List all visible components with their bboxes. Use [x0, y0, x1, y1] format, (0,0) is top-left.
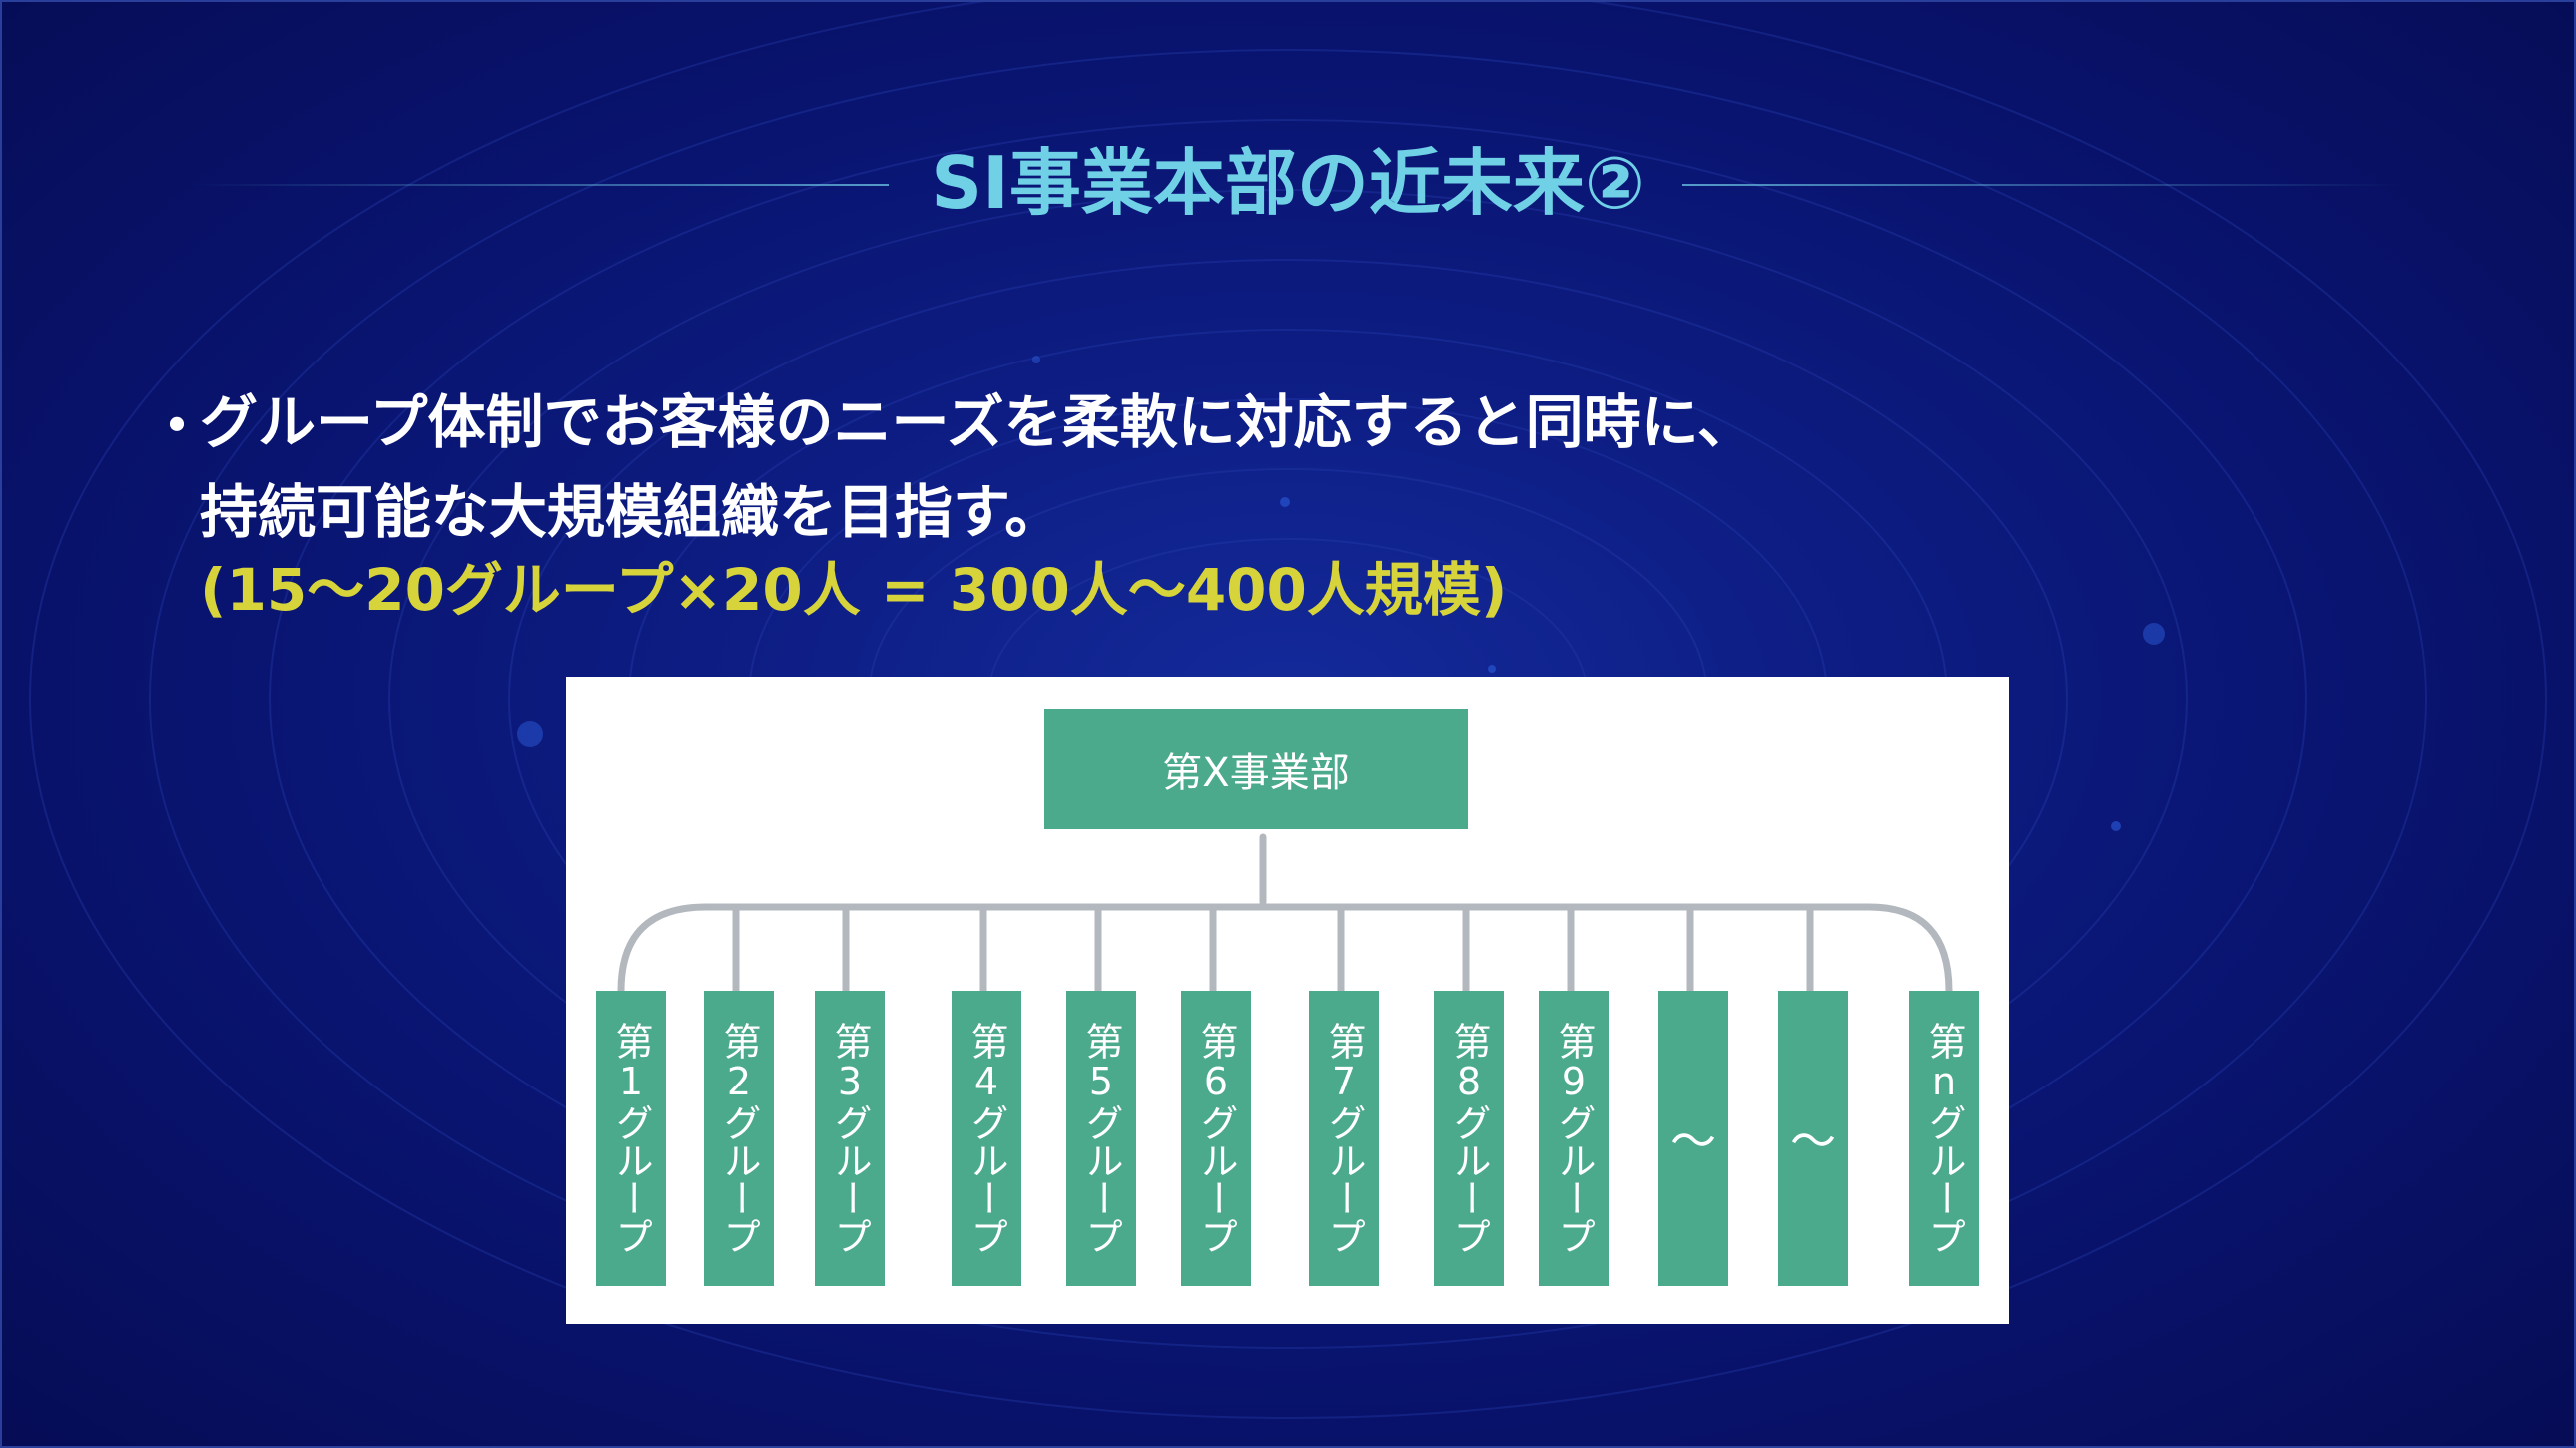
group-box-ellipsis-1: 〜: [1658, 991, 1728, 1286]
group-label: 第6グループ: [1194, 1022, 1238, 1255]
group-box-ellipsis-2: 〜: [1778, 991, 1848, 1286]
group-box-3: 第3グループ: [815, 991, 885, 1286]
body-line-1: グループ体制でお客様のニーズを柔軟に対応すると同時に、: [200, 388, 1755, 456]
group-box-n: 第nグループ: [1909, 991, 1979, 1286]
decor-dot: [1280, 497, 1290, 507]
title-rule-left: [190, 184, 889, 186]
org-chart-connectors: [617, 833, 1953, 995]
decor-dot: [2143, 623, 2165, 645]
department-box: 第X事業部: [1044, 709, 1468, 829]
decor-dot: [517, 721, 543, 747]
group-label: 第1グループ: [609, 1022, 653, 1255]
slide-title: SI事業本部の近未来②: [931, 141, 1645, 225]
group-box-9: 第9グループ: [1539, 991, 1609, 1286]
group-label: 第nグループ: [1922, 1022, 1966, 1255]
group-box-6: 第6グループ: [1181, 991, 1251, 1286]
group-label: 〜: [1790, 1114, 1836, 1168]
department-label: 第X事業部: [1162, 750, 1350, 796]
group-box-8: 第8グループ: [1434, 991, 1504, 1286]
body-line-highlight: (15〜20グループ×20人 = 300人〜400人規模): [200, 556, 1508, 624]
group-box-1: 第1グループ: [596, 991, 666, 1286]
bullet-mark: ・: [148, 392, 207, 460]
group-label: 〜: [1670, 1114, 1716, 1168]
group-label: 第3グループ: [828, 1022, 872, 1255]
group-label: 第2グループ: [717, 1022, 761, 1255]
group-box-2: 第2グループ: [704, 991, 774, 1286]
group-box-7: 第7グループ: [1309, 991, 1379, 1286]
decor-dot: [1488, 665, 1496, 673]
group-box-5: 第5グループ: [1066, 991, 1136, 1286]
org-chart-panel: 第X事業部 第1グループ 第2グループ 第3グループ 第4グループ 第5グループ…: [566, 677, 2009, 1324]
group-label: 第8グループ: [1447, 1022, 1491, 1255]
group-label: 第4グループ: [965, 1022, 1008, 1255]
group-label: 第7グループ: [1322, 1022, 1366, 1255]
body-line-2: 持続可能な大規模組織を目指す。: [200, 478, 1063, 546]
decor-dot: [2111, 821, 2121, 831]
group-box-4: 第4グループ: [952, 991, 1021, 1286]
group-label: 第9グループ: [1552, 1022, 1596, 1255]
title-rule-right: [1682, 184, 2401, 186]
decor-dot: [1032, 356, 1040, 363]
group-label: 第5グループ: [1079, 1022, 1123, 1255]
